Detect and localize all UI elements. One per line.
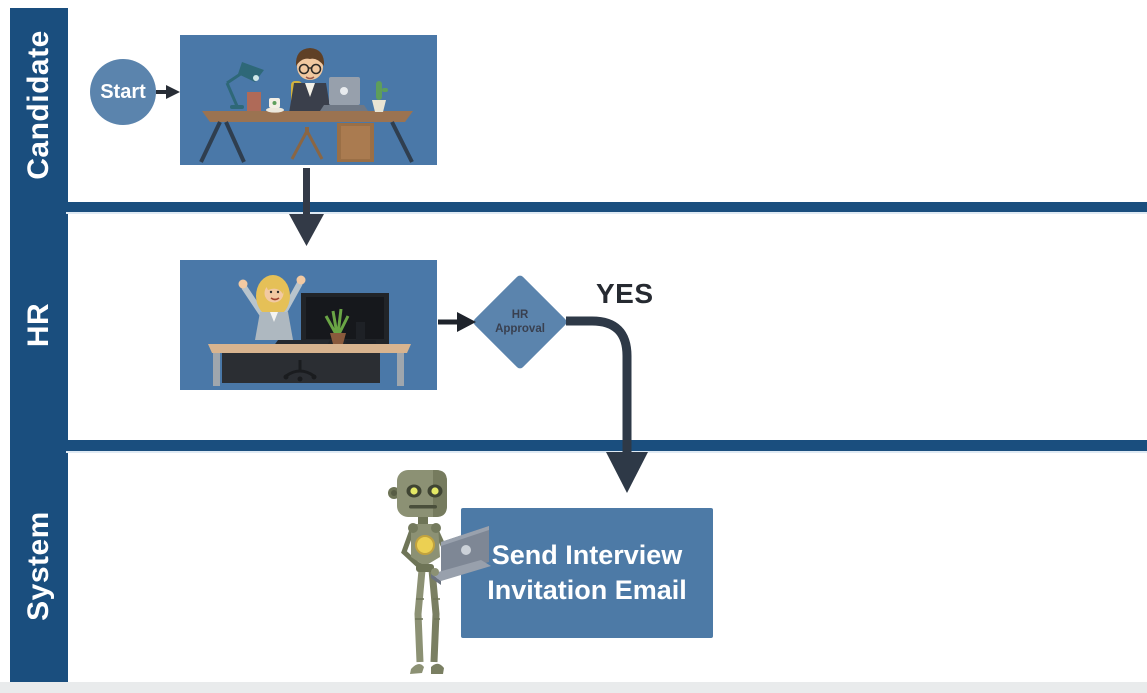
task-node-send-interview-invitation-email: Send Interview Invitation Email <box>461 508 713 638</box>
arrow-hr-to-decision <box>438 312 476 332</box>
lane-label-hr: HR <box>22 302 55 348</box>
decision-label-line2: Approval <box>495 323 545 335</box>
bottom-strip <box>0 682 1147 693</box>
decision-label-line1: HR <box>511 308 529 321</box>
start-label: Start <box>100 80 146 103</box>
lane-divider-candidate-hr <box>66 202 1147 214</box>
robot-head <box>388 470 447 517</box>
lane-label-candidate: Candidate <box>22 30 55 180</box>
desk <box>199 111 414 163</box>
candidate-working-illustration <box>180 35 437 165</box>
candidate-scene-svg <box>180 35 437 165</box>
robot-legs <box>410 569 444 674</box>
lane-header-bar <box>10 8 68 682</box>
arrow-yes-decision-to-system <box>566 316 648 493</box>
start-node: Start <box>90 59 156 125</box>
laptop <box>320 77 368 111</box>
lane-divider-hr-system <box>66 440 1147 453</box>
desk-plant <box>324 308 350 344</box>
desk-lamp <box>225 62 264 109</box>
hr-scene-svg <box>180 260 437 390</box>
decision-label: HR Approval <box>486 288 554 356</box>
robot-svg <box>388 470 491 674</box>
man-at-desk <box>289 48 331 113</box>
lane-label-system: System <box>22 511 55 621</box>
task-label-line2: Invitation Email <box>487 575 687 605</box>
desk-plant <box>372 81 388 112</box>
laptop <box>431 526 491 585</box>
robot-illustration <box>381 464 498 692</box>
decision-node-hr-approval: HR Approval <box>471 273 569 371</box>
arrow-start-to-candidate <box>156 85 180 99</box>
celebrating-woman <box>238 275 306 340</box>
coffee-cup <box>266 98 284 113</box>
edge-label-yes: YES <box>596 278 654 309</box>
chair-base <box>283 360 317 382</box>
hr-celebrating-illustration <box>180 260 437 390</box>
task-label-line1: Send Interview <box>491 539 683 570</box>
picture-frame <box>247 92 261 111</box>
robot-torso <box>408 516 441 572</box>
